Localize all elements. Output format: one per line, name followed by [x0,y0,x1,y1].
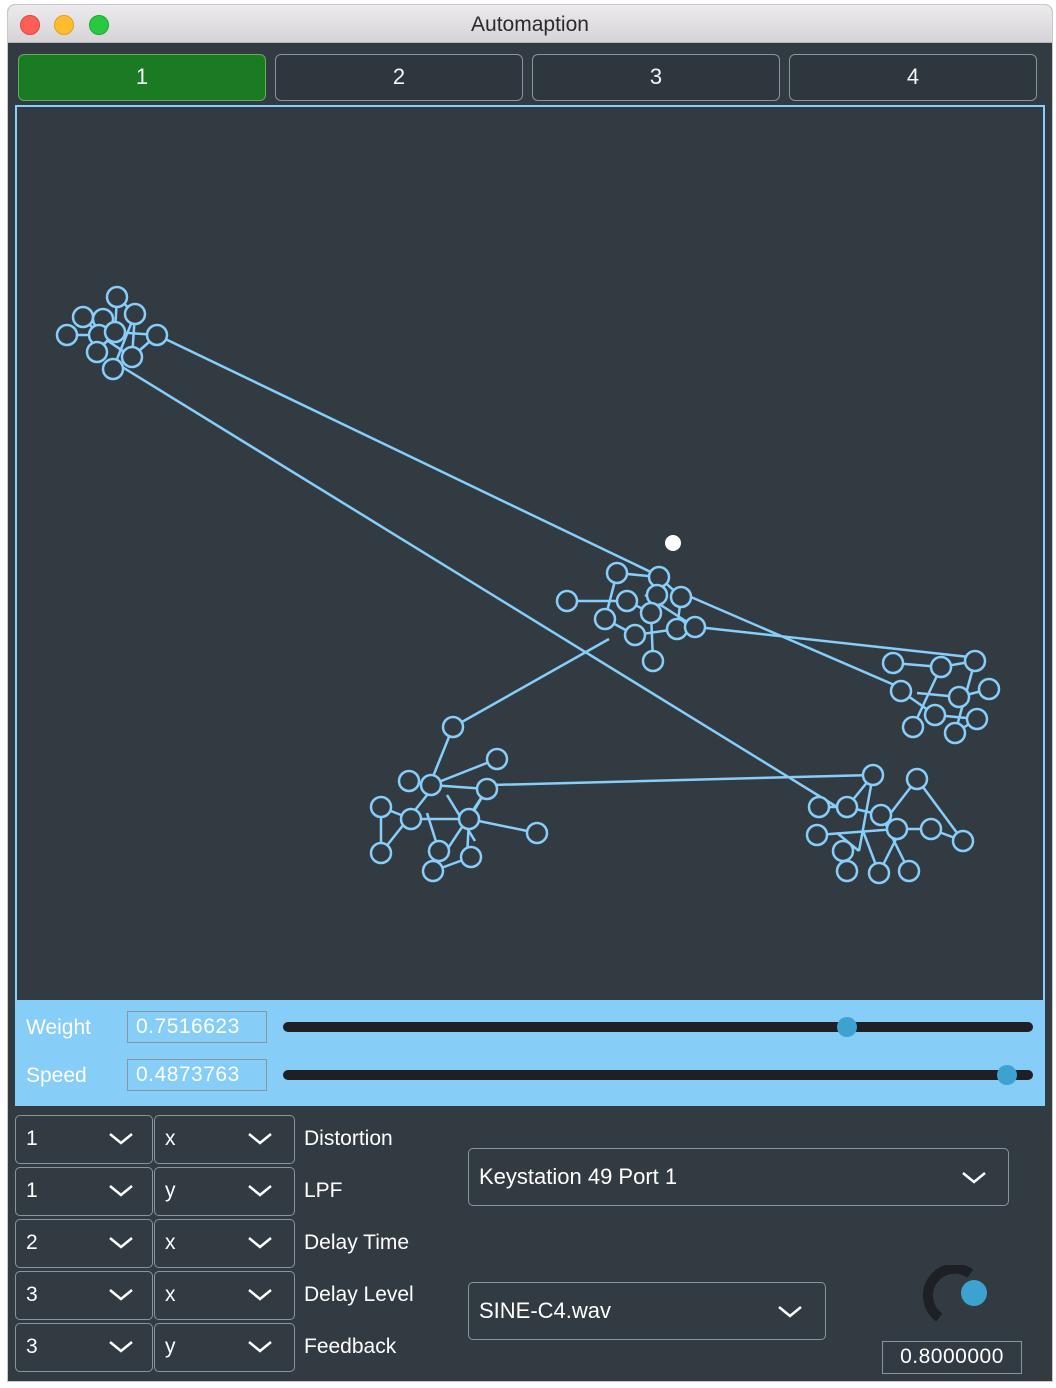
node-select-value: 1 [26,1127,38,1150]
axis-select-value: y [165,1335,176,1358]
speed-value-field[interactable]: 0.4873763 [127,1059,267,1091]
speed-slider[interactable] [283,1065,1033,1085]
app-window: Automaption 1 2 3 4 [7,4,1053,1382]
knob-icon[interactable] [920,1265,996,1329]
title-bar: Automaption [8,5,1052,43]
param-label-2: LPF [304,1179,343,1202]
knob-value-field[interactable]: 0.8000000 [882,1341,1022,1374]
tab-1[interactable]: 1 [18,54,266,101]
close-window-button[interactable] [20,15,40,35]
node-select-3[interactable]: 2 [15,1219,153,1268]
node-graph[interactable] [17,107,1043,1000]
cursor-dot-icon [665,535,681,551]
chevron-down-icon [109,1289,133,1301]
param-label-3: Delay Time [304,1231,410,1254]
weight-value-field[interactable]: 0.7516623 [127,1011,267,1043]
midi-device-select[interactable]: Keystation 49 Port 1 [468,1148,1009,1206]
minimize-window-button[interactable] [54,15,74,35]
axis-select-value: y [165,1179,176,1202]
node-select-value: 1 [26,1179,38,1202]
chevron-down-icon [248,1133,272,1145]
speed-label: Speed [26,1064,87,1087]
tab-3[interactable]: 3 [532,54,780,101]
param-label-4: Delay Level [304,1283,414,1306]
axis-select-value: x [165,1231,176,1254]
chevron-down-icon [248,1341,272,1353]
window-title: Automaption [471,13,589,36]
node-select-2[interactable]: 1 [15,1167,153,1216]
axis-select-value: x [165,1127,176,1150]
tab-2[interactable]: 2 [275,54,523,101]
chevron-down-icon [778,1306,802,1318]
sample-file-select[interactable]: SINE-C4.wav [468,1282,826,1340]
node-select-value: 3 [26,1335,38,1358]
node-select-4[interactable]: 3 [15,1271,153,1320]
weight-slider-thumb[interactable] [836,1017,857,1037]
tab-4[interactable]: 4 [789,54,1037,101]
zoom-window-button[interactable] [89,15,109,35]
axis-select-1[interactable]: x [154,1115,295,1164]
slider-panel: Weight 0.7516623 Speed 0.4873763 [15,1002,1045,1106]
node-select-value: 2 [26,1231,38,1254]
graph-canvas[interactable] [15,105,1045,1002]
chevron-down-icon [109,1341,133,1353]
param-label-5: Feedback [304,1335,397,1358]
chevron-down-icon [248,1237,272,1249]
chevron-down-icon [248,1289,272,1301]
axis-select-3[interactable]: x [154,1219,295,1268]
param-label-1: Distortion [304,1127,393,1150]
node-select-1[interactable]: 1 [15,1115,153,1164]
chevron-down-icon [109,1237,133,1249]
chevron-down-icon [109,1133,133,1145]
chevron-down-icon [962,1172,986,1184]
axis-select-5[interactable]: y [154,1323,295,1372]
axis-select-4[interactable]: x [154,1271,295,1320]
chevron-down-icon [248,1185,272,1197]
weight-slider[interactable] [283,1017,1033,1037]
midi-device-value: Keystation 49 Port 1 [479,1164,678,1189]
weight-label: Weight [26,1016,91,1039]
axis-select-2[interactable]: y [154,1167,295,1216]
node-select-5[interactable]: 3 [15,1323,153,1372]
axis-select-value: x [165,1283,176,1306]
chevron-down-icon [109,1185,133,1197]
speed-slider-thumb[interactable] [996,1065,1017,1085]
sample-file-value: SINE-C4.wav [479,1298,612,1323]
node-select-value: 3 [26,1283,38,1306]
